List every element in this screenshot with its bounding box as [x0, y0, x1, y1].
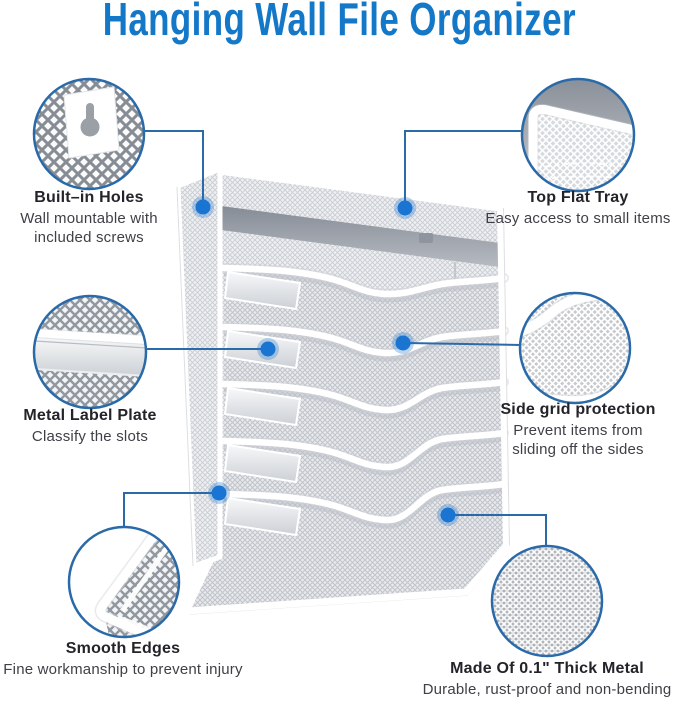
slot-inner-shadow [223, 271, 505, 303]
feature-desc: Prevent items from sliding off the sides [512, 422, 644, 458]
slot-wave-rim [220, 429, 508, 471]
top-tray-shadow-band [221, 206, 500, 267]
tray-clip [419, 233, 433, 243]
dense-mesh-zoom [492, 546, 602, 656]
feature-top-flat-tray: Top Flat Tray Easy access to small items [480, 189, 676, 228]
slot-wave-rim [220, 323, 508, 357]
dot-metal-label-plate [257, 338, 279, 360]
feature-desc: Fine workmanship to prevent injury [3, 661, 243, 678]
dot-thick-metal [437, 504, 459, 526]
feature-desc: Easy access to small items [485, 210, 671, 227]
smooth-edges-callout-circle [67, 525, 181, 639]
feature-desc: Wall mountable with included screws [20, 210, 158, 246]
feature-title: Top Flat Tray [527, 189, 629, 206]
page-title-text: Hanging Wall File Organizer [102, 0, 577, 45]
slot-inner-shadow [223, 487, 505, 529]
dot-side-grid [392, 332, 414, 354]
dot-built-in-holes [192, 196, 214, 218]
connector-lines [123, 130, 547, 548]
feature-title: Smooth Edges [65, 640, 181, 657]
bottom-left-edge [186, 559, 214, 612]
label-plate [224, 271, 301, 310]
slot-wave-rim [220, 264, 508, 298]
bottom-rim [184, 542, 510, 615]
pointer-dots [192, 196, 459, 526]
feature-thick-metal: Made Of 0.1" Thick Metal Durable, rust-p… [411, 660, 679, 699]
mounting-keyhole-zoom [34, 79, 144, 189]
product-illustration [175, 165, 510, 615]
label-plate-zoom [34, 296, 146, 408]
smooth-edge-zoom [69, 527, 179, 637]
right-outer-edge [503, 207, 510, 547]
right-rail [497, 207, 509, 547]
left-outer-edge [176, 186, 194, 567]
connector-built-in-holes [144, 130, 204, 203]
page-title: Hanging Wall File Organizer [0, 0, 679, 42]
metal-label-plate-callout-circle [32, 294, 148, 410]
label-plate [224, 444, 301, 483]
slot-inner-shadow [223, 385, 505, 419]
dot-top-flat-tray [394, 197, 416, 219]
feature-title: Metal Label Plate [23, 407, 157, 424]
connector-smooth-edges [123, 492, 215, 528]
feature-built-in-holes: Built–in Holes Wall mountable with inclu… [0, 189, 178, 247]
top-rim [214, 165, 505, 212]
feature-title: Made Of 0.1" Thick Metal [450, 660, 644, 677]
feature-title: Side grid protection [500, 401, 656, 418]
feature-metal-label-plate: Metal Label Plate Classify the slots [0, 407, 180, 446]
feature-title: Built–in Holes [34, 189, 144, 206]
organizer-slots [188, 263, 509, 611]
connector-top-flat-tray [404, 130, 523, 204]
thick-metal-callout-circle [490, 544, 604, 658]
feature-desc: Durable, rust-proof and non-bending [422, 681, 672, 698]
built-in-holes-callout-circle [32, 77, 146, 191]
label-plate [224, 497, 301, 536]
label-plate [224, 387, 301, 426]
slot-wave-rim [220, 480, 508, 524]
slot-inner-shadow [223, 436, 505, 476]
dot-smooth-edges [208, 482, 230, 504]
left-side-panel [175, 166, 223, 569]
feature-desc: Classify the slots [31, 428, 149, 445]
connector-thick-metal [452, 514, 547, 548]
feature-side-grid-protection: Side grid protection Prevent items from … [478, 401, 678, 459]
feature-smooth-edges: Smooth Edges Fine workmanship to prevent… [0, 640, 246, 679]
slot-inner-shadow [223, 330, 505, 362]
side-grid-callout-circle [518, 291, 632, 405]
connector-side-grid [406, 342, 522, 346]
slot-wave-rim [220, 378, 508, 414]
top-flat-tray-callout-circle [520, 77, 636, 193]
